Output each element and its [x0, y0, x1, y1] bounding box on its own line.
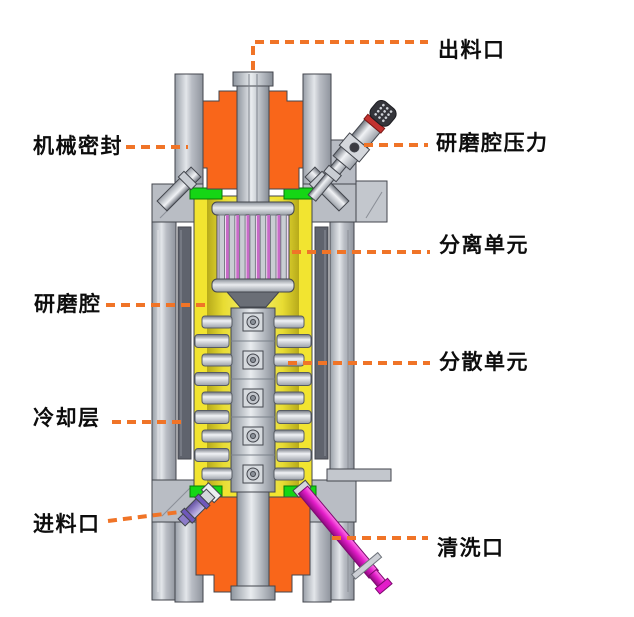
stator-pins — [194, 334, 312, 462]
coolant-pipe-left — [156, 166, 202, 212]
drive-shaft — [230, 71, 276, 601]
sensor-connector-pins — [374, 103, 393, 123]
label-grinding-chamber: 研磨腔 — [34, 293, 102, 316]
shaft-bolt-plates — [242, 312, 264, 484]
separation-unit — [211, 201, 295, 308]
dispersion-unit — [194, 307, 312, 493]
label-outlet: 出料口 — [438, 39, 506, 62]
leader-outlet — [251, 40, 428, 70]
label-dispersion-unit: 分散单元 — [439, 351, 529, 374]
rotor-pins — [201, 315, 305, 481]
cooling-layer — [177, 226, 329, 460]
label-cooling-layer: 冷却层 — [33, 407, 101, 430]
label-inlet: 进料口 — [33, 513, 101, 536]
coolant-pipe-right — [304, 166, 350, 212]
mechanical-seal-blocks — [195, 90, 311, 593]
label-chamber-pressure: 研磨腔压力 — [436, 132, 549, 155]
label-separation-unit: 分离单元 — [439, 234, 529, 257]
pressure-sensor — [307, 99, 397, 202]
cleaning-port-pipe — [292, 479, 393, 595]
leader-inlet — [107, 510, 181, 523]
feed-inlet-port — [177, 482, 222, 527]
label-cleaning-port: 清洗口 — [437, 537, 505, 560]
label-mechanical-seal: 机械密封 — [33, 135, 123, 158]
